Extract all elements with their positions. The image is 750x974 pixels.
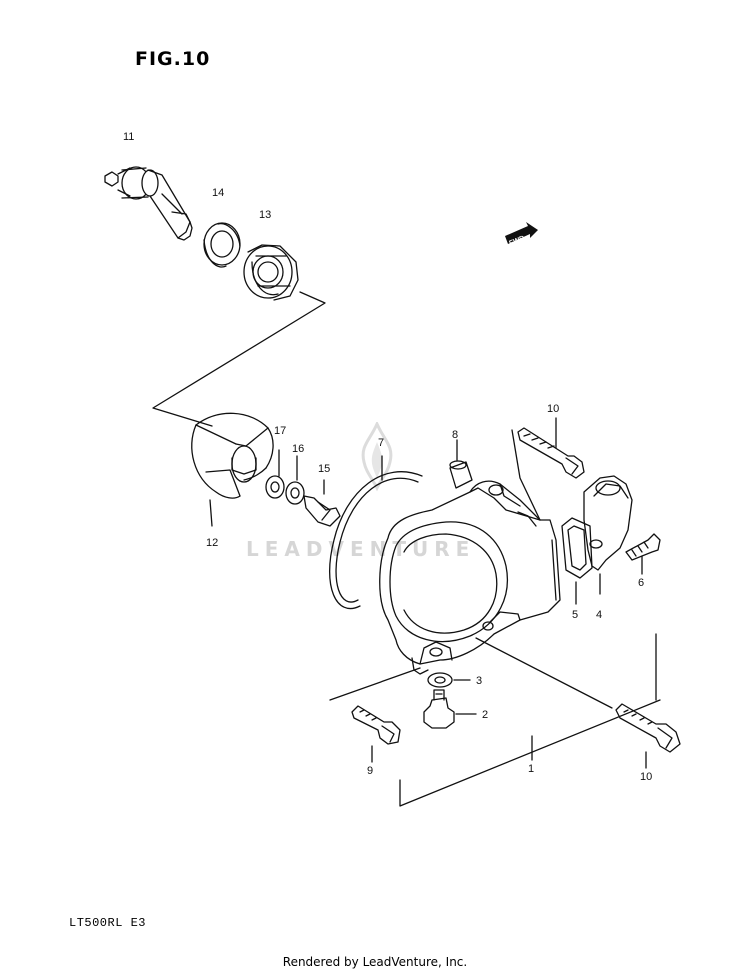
callout-8: 8 — [452, 429, 458, 441]
callout-17: 17 — [274, 425, 286, 437]
inlet-fitting-part — [583, 475, 633, 595]
drain-washer-part — [427, 672, 471, 688]
drain-bolt-part — [423, 689, 477, 729]
shaft-part — [104, 166, 193, 241]
washer-16-part — [285, 455, 305, 505]
water-pump-cover-part — [379, 480, 561, 675]
callout-10-lower: 10 — [640, 771, 652, 783]
dowel-pin-part — [449, 439, 473, 489]
impeller-part — [191, 412, 274, 527]
callout-12: 12 — [206, 537, 218, 549]
callout-5: 5 — [572, 609, 578, 621]
mechanical-seal-part — [243, 244, 299, 301]
fwd-arrow-icon: FWD — [505, 222, 538, 247]
model-code: LT500RL E3 — [69, 916, 147, 930]
o-ring-part — [329, 455, 423, 610]
callout-2: 2 — [482, 709, 488, 721]
fitting-bolt-part — [625, 533, 661, 575]
callout-1: 1 — [528, 763, 534, 775]
callout-10-upper: 10 — [547, 403, 559, 415]
watermark-logo-icon — [361, 422, 393, 492]
cover-bolt-upper-part — [511, 417, 585, 521]
callout-3: 3 — [476, 675, 482, 687]
callout-14: 14 — [212, 187, 224, 199]
watermark-text: LEADVENTURE — [246, 537, 476, 561]
impeller-bolt-part — [303, 479, 341, 527]
footer-credit: Rendered by LeadVenture, Inc. — [282, 955, 468, 969]
callout-16: 16 — [292, 443, 304, 455]
washer-17-part — [265, 449, 285, 499]
callout-4: 4 — [596, 609, 602, 621]
callout-9: 9 — [367, 765, 373, 777]
callout-6: 6 — [638, 577, 644, 589]
callout-13: 13 — [259, 209, 271, 221]
inlet-gasket-part — [561, 517, 593, 605]
callout-15: 15 — [318, 463, 330, 475]
cover-bolt-lower-part — [615, 703, 681, 769]
callout-11: 11 — [123, 131, 134, 143]
cover-bolt-9-part — [351, 705, 401, 763]
oil-seal-part — [203, 222, 241, 268]
callout-7: 7 — [378, 437, 384, 449]
figure-title: FIG.10 — [135, 48, 211, 70]
